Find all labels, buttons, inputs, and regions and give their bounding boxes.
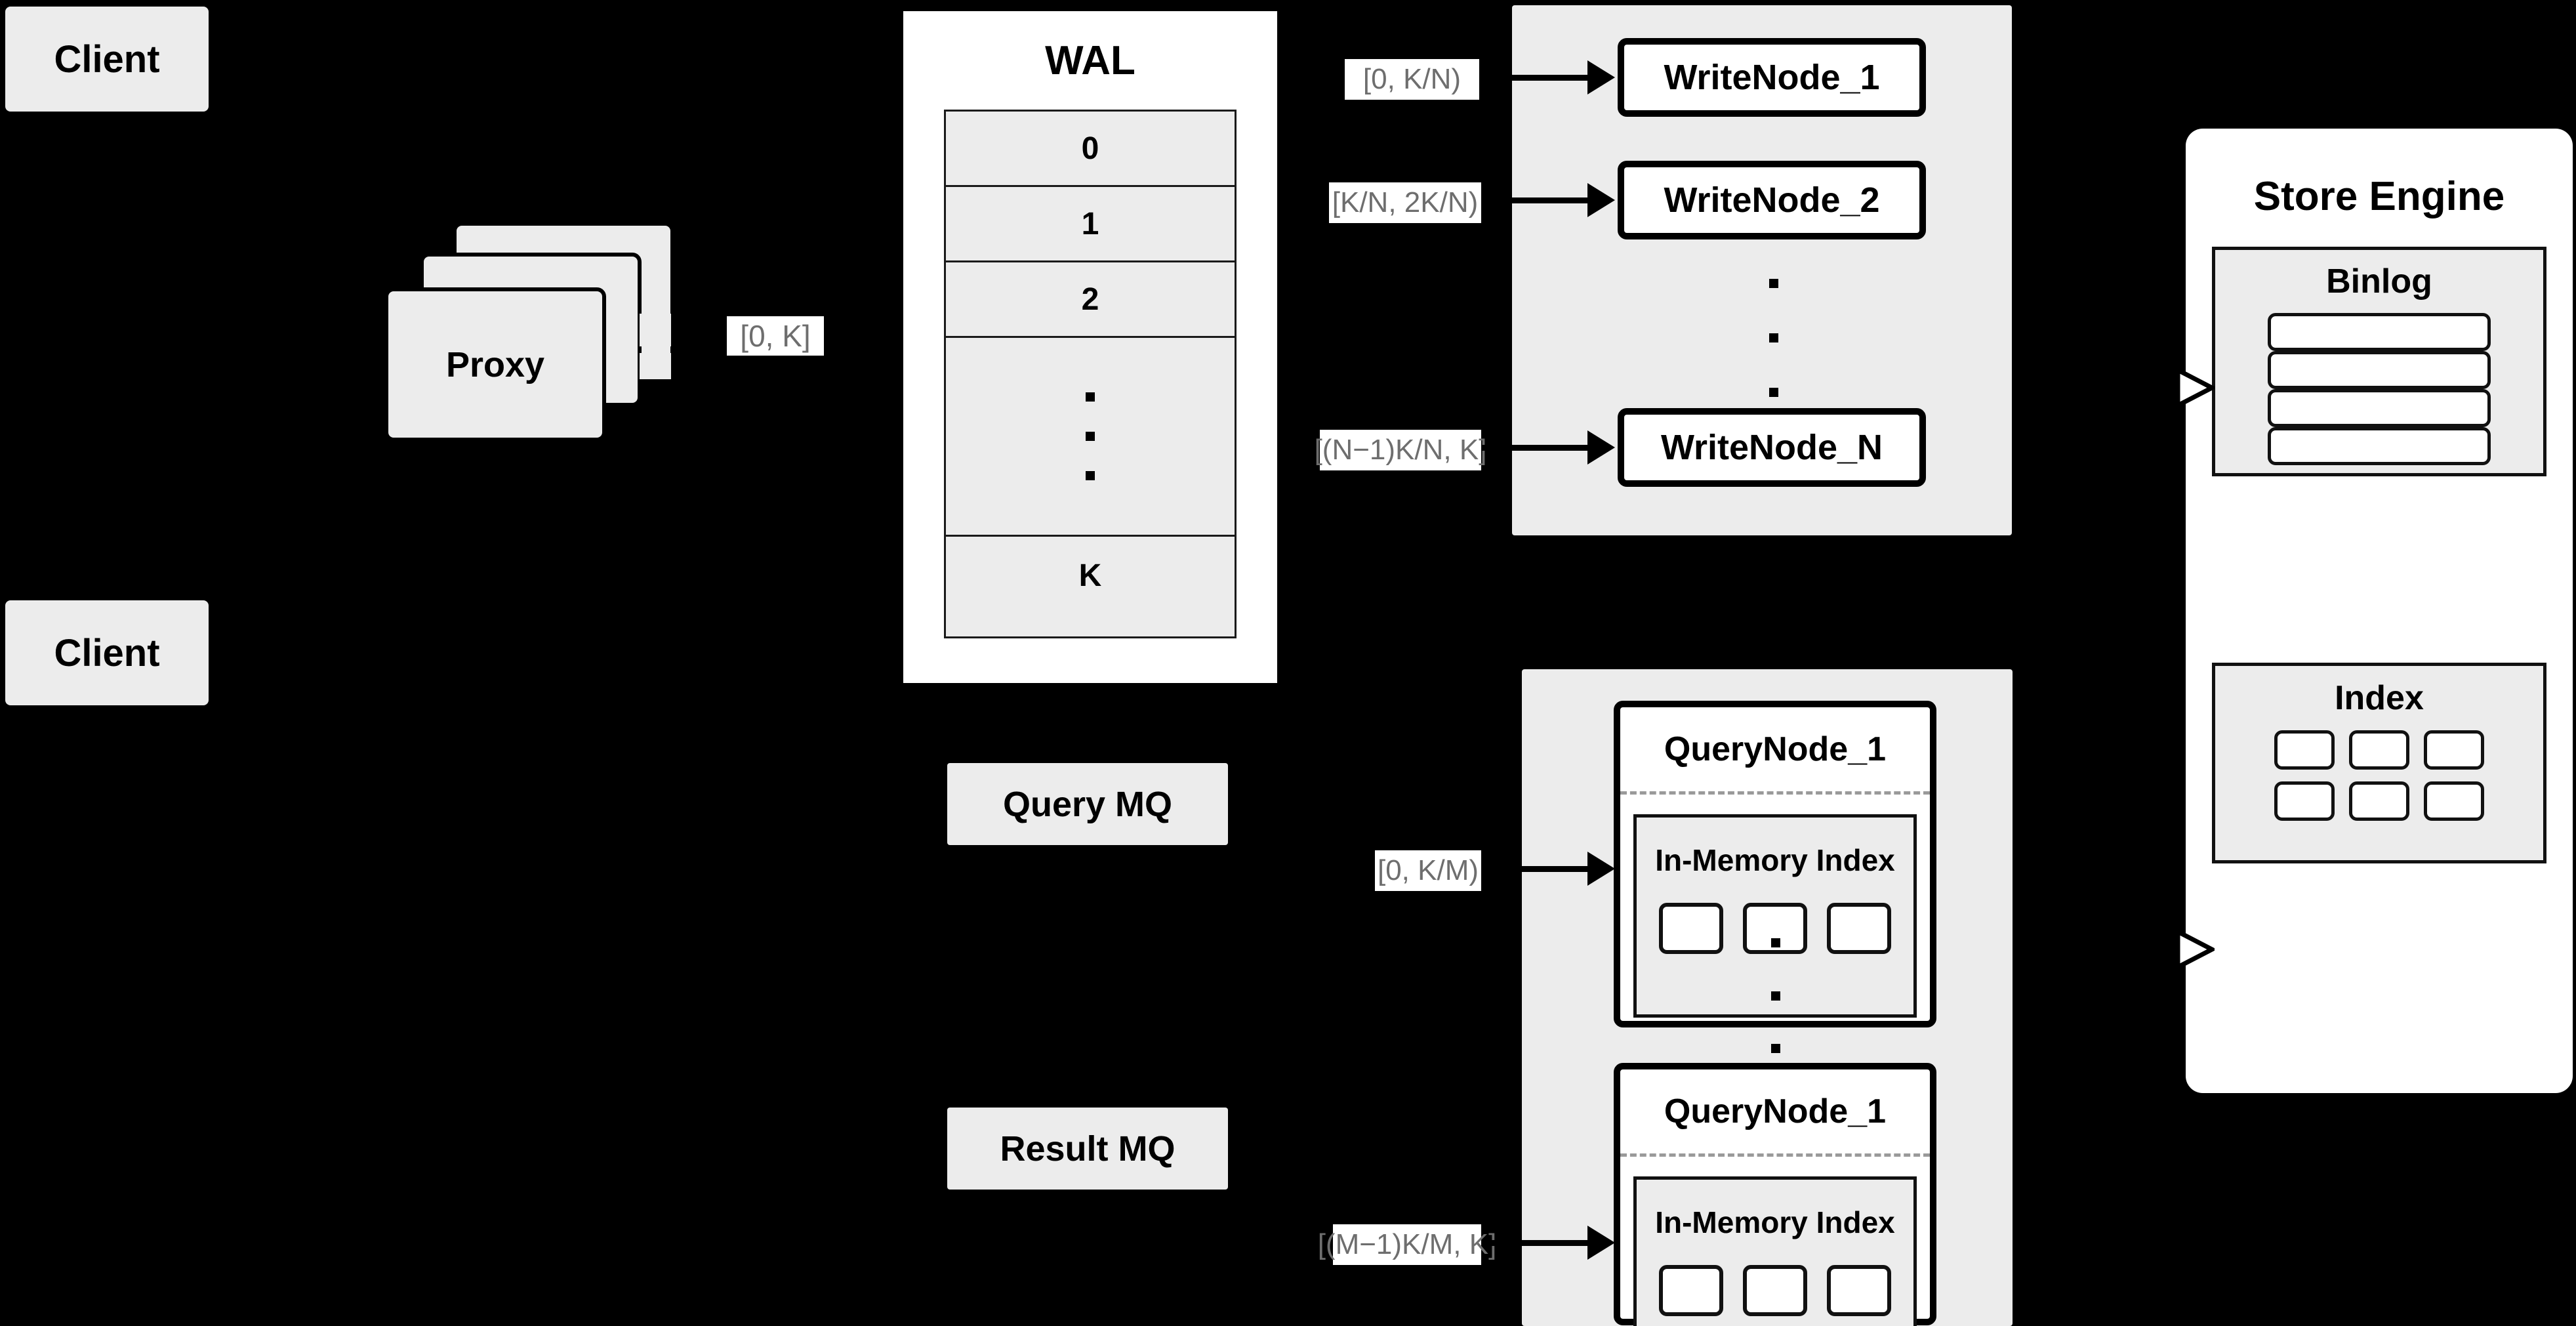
in-memory-index-slot[interactable] xyxy=(1827,903,1891,954)
client-label-1: Client xyxy=(54,37,160,81)
in-memory-index-panel-1: In-Memory Index xyxy=(1633,814,1917,1018)
tag-write-node-2: [K/N, 2K/N) xyxy=(1329,182,1481,223)
write-cluster-ellipsis xyxy=(1767,279,1780,397)
index-slot[interactable] xyxy=(2349,781,2409,821)
index-slot[interactable] xyxy=(2424,781,2484,821)
index-slot[interactable] xyxy=(2274,781,2335,821)
tag-query-node-1-label: [0, K/M) xyxy=(1377,854,1479,886)
connector-write-2 xyxy=(1481,197,1593,203)
arrow-right-solid-icon xyxy=(1587,1226,1615,1260)
in-memory-index-slot[interactable] xyxy=(1659,1265,1723,1316)
write-node-1-label: WriteNode_1 xyxy=(1664,58,1880,97)
write-node-n-label: WriteNode_N xyxy=(1660,428,1883,467)
wal-container: WAL 0 1 2 K xyxy=(897,5,1283,689)
arrow-right-solid-icon xyxy=(1587,430,1615,465)
connector-query-m xyxy=(1481,1240,1593,1246)
binlog-panel: Binlog xyxy=(2212,247,2546,476)
vertical-ellipsis-icon xyxy=(1771,991,1780,1001)
tag-proxy-to-wal: [0, K] xyxy=(727,316,824,356)
query-mq-label: Query MQ xyxy=(1002,784,1173,824)
wal-row-label: K xyxy=(1078,558,1102,593)
in-memory-index-slot[interactable] xyxy=(1743,1265,1807,1316)
write-node-2[interactable]: WriteNode_2 xyxy=(1618,161,1926,239)
index-panel: Index xyxy=(2212,663,2546,863)
client-box-1[interactable]: Client xyxy=(5,7,209,112)
binlog-row[interactable] xyxy=(2268,313,2491,351)
vertical-ellipsis-icon xyxy=(1771,938,1780,947)
wal-row[interactable]: 2 xyxy=(946,262,1235,338)
vertical-ellipsis-icon xyxy=(1769,333,1778,342)
connector-write-n xyxy=(1481,445,1593,451)
tag-write-node-n-label: [(N−1)K/N, K] xyxy=(1314,434,1487,466)
wal-row[interactable]: 1 xyxy=(946,187,1235,262)
vertical-ellipsis-icon xyxy=(1771,1044,1780,1053)
arrow-right-open-icon-2 xyxy=(2175,929,2215,970)
vertical-ellipsis-icon xyxy=(1769,388,1778,397)
in-memory-index-slot[interactable] xyxy=(1659,903,1723,954)
arrow-right-solid-icon xyxy=(1587,183,1615,217)
binlog-row[interactable] xyxy=(2268,427,2491,465)
vertical-ellipsis-icon xyxy=(1086,432,1095,441)
vertical-ellipsis-icon xyxy=(1769,279,1778,288)
binlog-row[interactable] xyxy=(2268,389,2491,427)
in-memory-index-slot[interactable] xyxy=(1827,1265,1891,1316)
binlog-row[interactable] xyxy=(2268,351,2491,389)
wal-row-label: 1 xyxy=(1081,206,1099,241)
arrow-right-open-icon xyxy=(2175,367,2215,408)
client-box-2[interactable]: Client xyxy=(5,600,209,705)
result-mq-box[interactable]: Result MQ xyxy=(947,1108,1228,1190)
store-engine-title: Store Engine xyxy=(2253,173,2505,219)
wal-title: WAL xyxy=(1045,37,1135,83)
connector-query-1 xyxy=(1481,866,1593,872)
connector-to-binlog xyxy=(2138,385,2186,390)
write-node-2-label: WriteNode_2 xyxy=(1664,180,1880,220)
store-engine-panel: Store Engine Binlog Index xyxy=(2186,129,2573,1093)
tag-query-node-m: [(M−1)K/M, K] xyxy=(1318,1224,1496,1265)
query-node-1[interactable]: QueryNode_1 In-Memory Index xyxy=(1614,701,1936,1027)
index-slot[interactable] xyxy=(2349,730,2409,770)
tag-proxy-to-wal-label: [0, K] xyxy=(740,319,811,353)
tag-write-node-n: [(N−1)K/N, K] xyxy=(1315,430,1486,470)
arrow-right-solid-icon xyxy=(1587,852,1615,886)
wal-row[interactable]: 0 xyxy=(946,112,1235,187)
index-slot[interactable] xyxy=(2274,730,2335,770)
wal-row-label: 0 xyxy=(1081,131,1099,166)
vertical-ellipsis-icon xyxy=(1086,392,1095,402)
index-title: Index xyxy=(2335,679,2424,717)
tag-query-node-m-label: [(M−1)K/M, K] xyxy=(1317,1228,1497,1260)
proxy-connector-stub xyxy=(640,314,671,346)
in-memory-index-title-2: In-Memory Index xyxy=(1655,1205,1895,1239)
connector-write-1 xyxy=(1481,75,1593,81)
proxy-connector-stub-2 xyxy=(640,353,671,379)
vertical-ellipsis-icon xyxy=(1086,471,1095,480)
connector-to-index xyxy=(2138,947,2186,951)
wal-table: 0 1 2 K xyxy=(944,110,1237,638)
binlog-title: Binlog xyxy=(2326,262,2432,300)
in-memory-index-slot[interactable] xyxy=(1743,903,1807,954)
tag-write-node-1: [0, K/N) xyxy=(1345,59,1479,100)
query-cluster-ellipsis xyxy=(1769,938,1782,1053)
in-memory-index-panel-2: In-Memory Index xyxy=(1633,1176,1917,1326)
proxy-card-front[interactable]: Proxy xyxy=(384,287,606,442)
write-node-n[interactable]: WriteNode_N xyxy=(1618,408,1926,487)
query-node-1-title: QueryNode_1 xyxy=(1664,730,1887,768)
query-mq-box[interactable]: Query MQ xyxy=(947,763,1228,845)
tag-query-node-1: [0, K/M) xyxy=(1375,850,1481,891)
tag-write-node-2-label: [K/N, 2K/N) xyxy=(1332,186,1479,218)
wal-row-ellipsis xyxy=(946,338,1235,537)
arrow-right-solid-icon xyxy=(1587,60,1615,94)
client-label-2: Client xyxy=(54,631,160,674)
wal-row[interactable]: K xyxy=(946,537,1235,614)
write-node-1[interactable]: WriteNode_1 xyxy=(1618,38,1926,117)
proxy-label: Proxy xyxy=(445,344,545,384)
wal-row-label: 2 xyxy=(1081,281,1099,317)
result-mq-label: Result MQ xyxy=(1000,1129,1176,1169)
in-memory-index-title-1: In-Memory Index xyxy=(1655,843,1895,877)
query-node-1-separator xyxy=(1620,791,1930,795)
index-slot[interactable] xyxy=(2424,730,2484,770)
query-node-2[interactable]: QueryNode_1 In-Memory Index xyxy=(1614,1063,1936,1326)
tag-write-node-1-label: [0, K/N) xyxy=(1362,63,1462,95)
query-node-2-separator xyxy=(1620,1153,1930,1157)
query-node-2-title: QueryNode_1 xyxy=(1664,1092,1887,1130)
